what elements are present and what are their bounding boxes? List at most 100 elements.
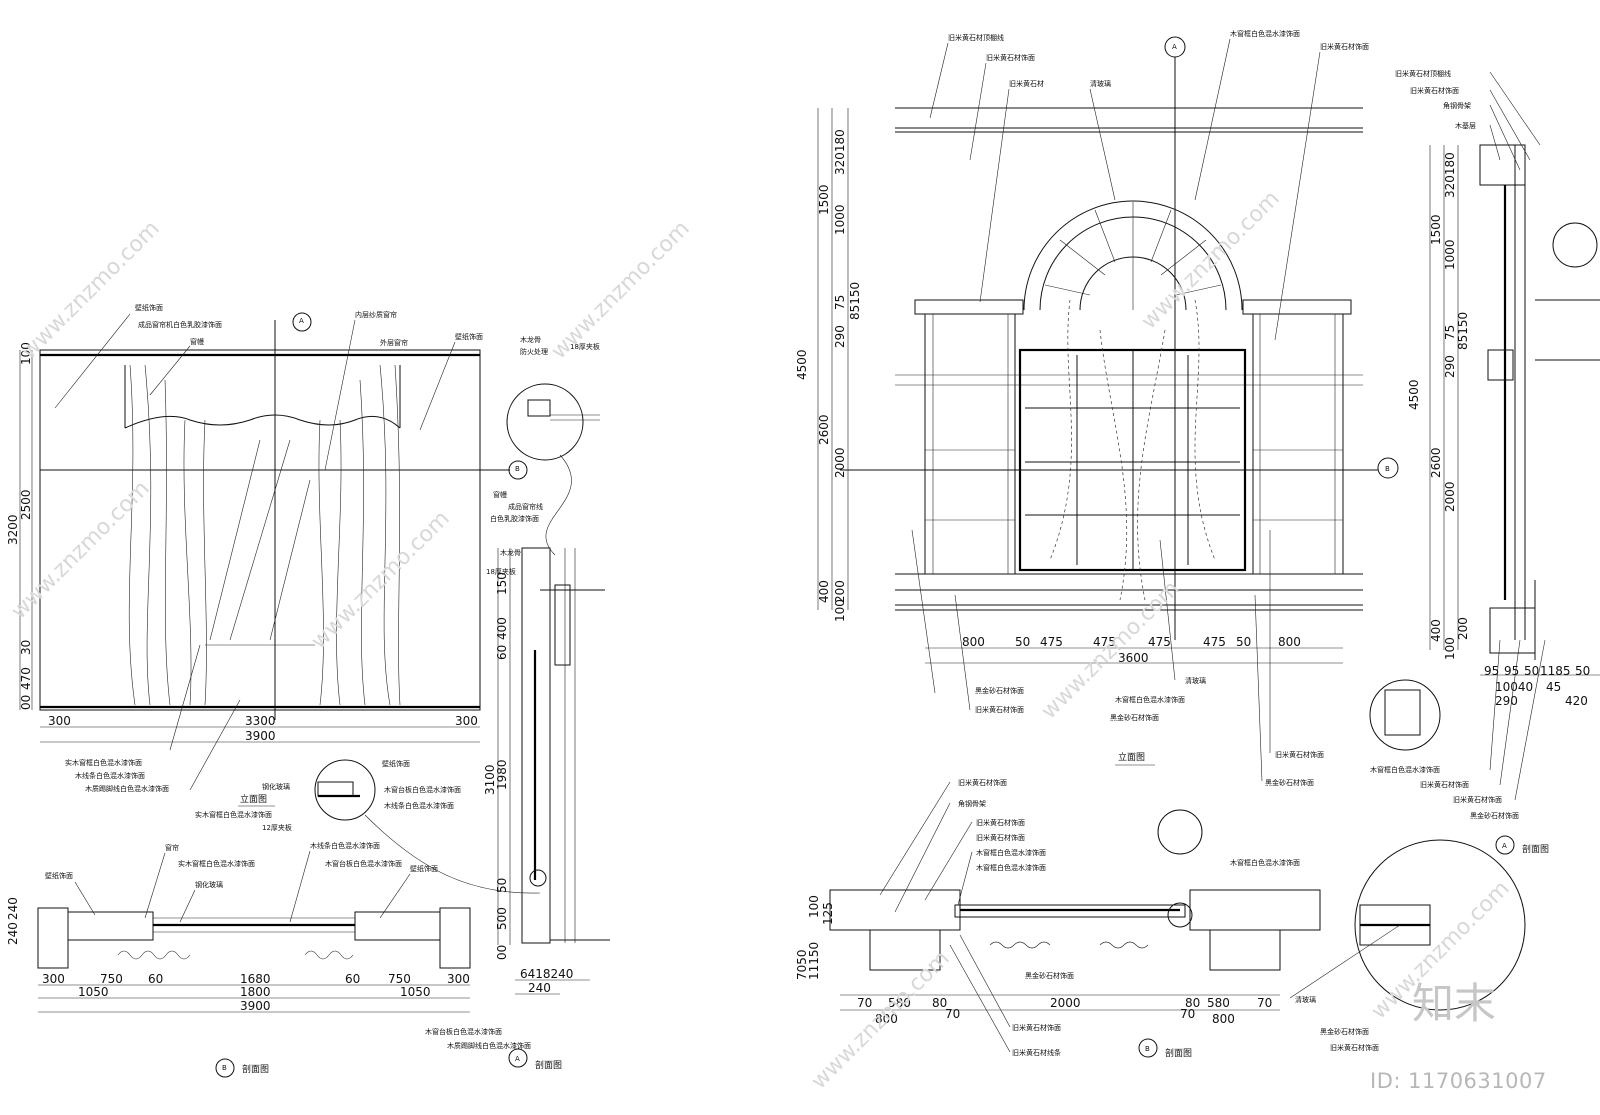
sec1-note-6: 壁纸饰面	[45, 871, 73, 880]
sec4-v-4: 11150	[807, 942, 821, 980]
sec3-vo-1: 1500	[1429, 214, 1443, 245]
sec4-n-4: 旧米黄石材饰面	[976, 833, 1025, 842]
sec3-vo-4: 400	[1429, 619, 1443, 642]
sec3-title: 剖面图	[1522, 843, 1549, 855]
sec4-v-2: 100	[807, 895, 821, 918]
sec3-vi-5: 85150	[1456, 312, 1470, 350]
sec3-vi-4: 75	[1443, 325, 1457, 340]
elev1-vdim-5: 470	[19, 667, 33, 690]
sec3-nb-2: 旧米黄石材饰面	[1420, 780, 1469, 789]
detail-top-note-2: 防火处理	[520, 347, 548, 356]
sec4-n-9: 清玻璃	[1295, 995, 1316, 1004]
sec3-htotal: 290	[1495, 694, 1518, 708]
sec2-vdim-2: 400	[495, 617, 509, 640]
detail-top-note-3: 18厚夹板	[570, 342, 600, 351]
elev2-h-6: 475	[1203, 635, 1226, 649]
sec2-note-1: 木龙骨	[500, 548, 521, 557]
elev2-h-7: 50	[1236, 635, 1251, 649]
sec1-note-7: 壁纸饰面	[410, 864, 438, 873]
elevation-arched-window: 1500 4500 2600 400 100 320180 1000 290 7…	[795, 29, 1399, 787]
elev2-h-8: 800	[1278, 635, 1301, 649]
elev2-vo-2: 4500	[795, 349, 809, 380]
sec1-hdim2-2: 1800	[240, 985, 271, 999]
elev2-nt-5: 木窗框白色混水漆饰面	[1230, 29, 1300, 38]
sec1-note-3: 钢化玻璃	[195, 880, 223, 889]
elev1-bnote-2: 木线条白色混水漆饰面	[75, 771, 145, 780]
sec4-h-1: 70	[857, 996, 872, 1010]
elev1-note-1: 壁纸饰面	[135, 303, 163, 312]
sec4-n-1: 旧米黄石材饰面	[958, 778, 1007, 787]
sec3-vo-5: 100	[1443, 637, 1457, 660]
sec3-nb-1: 木窗框白色混水漆饰面	[1370, 765, 1440, 774]
sec4-v-1: 125	[821, 902, 835, 925]
sec1-hdim-5: 60	[345, 972, 360, 986]
detail1-note-3: 木窗台板白色混水漆饰面	[384, 785, 461, 794]
elev1-bnote-3: 木质踢脚线白色混水漆饰面	[85, 784, 169, 793]
sec3-h-4: 1185	[1540, 664, 1571, 678]
sec2-vdim-7: 500	[495, 907, 509, 930]
elev2-nt-4: 清玻璃	[1090, 79, 1111, 88]
sec2-hdim-1: 6418240	[520, 967, 573, 981]
sec4-h-3: 80	[932, 996, 947, 1010]
detail1-note-2: 钢化玻璃	[262, 782, 290, 791]
sec1-hdim2-3: 1050	[400, 985, 431, 999]
elev2-vi-1: 320180	[833, 129, 847, 175]
sec3-nt-1: 旧米黄石材顶棚线	[1395, 69, 1451, 78]
elev2-vo-5: 100	[833, 599, 847, 622]
sec1-bnote-2: 木质踢脚线白色混水漆饰面	[447, 1041, 531, 1050]
elev2-nt-6: 旧米黄石材饰面	[1320, 42, 1369, 51]
sec3-h-1: 95	[1484, 664, 1499, 678]
detail-top-note-6: 白色乳胶漆饰面	[490, 514, 539, 523]
sec4-h-2: 580	[888, 996, 911, 1010]
sec1-hdim2-1: 1050	[78, 985, 109, 999]
sec1-hdim-1: 300	[42, 972, 65, 986]
elev1-note-5: 外层窗帘	[380, 338, 408, 347]
sec4-n-5: 木窗框白色混水漆饰面	[976, 848, 1046, 857]
elev1-title: 立面图	[240, 793, 267, 805]
elev1-note-6: 壁纸饰面	[455, 332, 483, 341]
sec4-h-4: 2000	[1050, 996, 1081, 1010]
elev2-vi-2: 1000	[833, 204, 847, 235]
elev2-htotal: 3600	[1118, 651, 1149, 665]
sec2-vdim-5: 1980	[495, 759, 509, 790]
elev2-marker-b: B	[1385, 465, 1390, 473]
sec4-n-10: 黑金砂石材饰面	[1320, 1027, 1369, 1036]
section-vertical-2: 1500 4500 2600 400 100 320180 1000 290 7…	[1369, 69, 1600, 855]
elev1-bnote-4: 实木窗框白色混水漆饰面	[195, 810, 272, 819]
sec1-hdim-6: 750	[388, 972, 411, 986]
sec1-htotal: 3900	[240, 999, 271, 1013]
watermark-8: www.znzmo.com	[807, 946, 955, 1094]
sec3-h-2: 95	[1504, 664, 1519, 678]
elev2-vo-4: 400	[817, 580, 831, 603]
elev1-hdim-1: 300	[48, 714, 71, 728]
elev2-h-1: 800	[962, 635, 985, 649]
elev2-vi-3: 290	[833, 325, 847, 348]
sec2-vdim-4: 3100	[483, 764, 497, 795]
sec4-n-6: 木窗框白色混水漆饰面	[976, 863, 1046, 872]
sec1-hdim-3: 60	[148, 972, 163, 986]
elevation-curtain: 300 3300 300 3900 100 2500 3200 30 470 0…	[6, 303, 528, 819]
detail-sill-circle: 壁纸饰面 钢化玻璃 木窗台板白色混水漆饰面 木线条白色混水漆饰面 12厚夹板	[262, 759, 541, 894]
sec1-marker: B	[222, 1064, 227, 1072]
sec4-h2-2: 70	[945, 1007, 960, 1021]
elev2-nb-2: 旧米黄石材饰面	[975, 705, 1024, 714]
elev2-nb-6: 旧米黄石材饰面	[1275, 750, 1324, 759]
sec4-n-3: 旧米黄石材饰面	[976, 818, 1025, 827]
watermark-1: www.znzmo.com	[17, 216, 165, 364]
id-label: ID: 1170631007	[1370, 1069, 1547, 1093]
watermark-4: www.znzmo.com	[547, 216, 695, 364]
elev1-bnote-1: 实木窗框白色混水漆饰面	[65, 758, 142, 767]
elev1-hdim-2: 3300	[245, 714, 276, 728]
detail-top-note-5: 成品窗帘线	[508, 502, 543, 511]
sec4-title: 剖面图	[1165, 1047, 1192, 1059]
detail-top-note-4: 窗幔	[493, 490, 507, 499]
elev2-nb-1: 黑金砂石材饰面	[975, 686, 1024, 695]
watermark-5: www.znzmo.com	[1137, 186, 1285, 334]
elev2-title: 立面图	[1118, 751, 1145, 763]
section-plan-1: 240 240 300 750 60 1680 60 750 300 1050 …	[6, 841, 531, 1078]
sec2-vdim-8: 00	[495, 945, 509, 960]
elev2-marker-a: A	[1172, 43, 1177, 51]
elev1-vdim-3: 3200	[6, 514, 20, 545]
sec3-nb-3: 旧米黄石材饰面	[1453, 795, 1502, 804]
detail-top-circle: 木龙骨 防火处理 18厚夹板 窗幔 成品窗帘线 白色乳胶漆饰面	[490, 335, 600, 556]
